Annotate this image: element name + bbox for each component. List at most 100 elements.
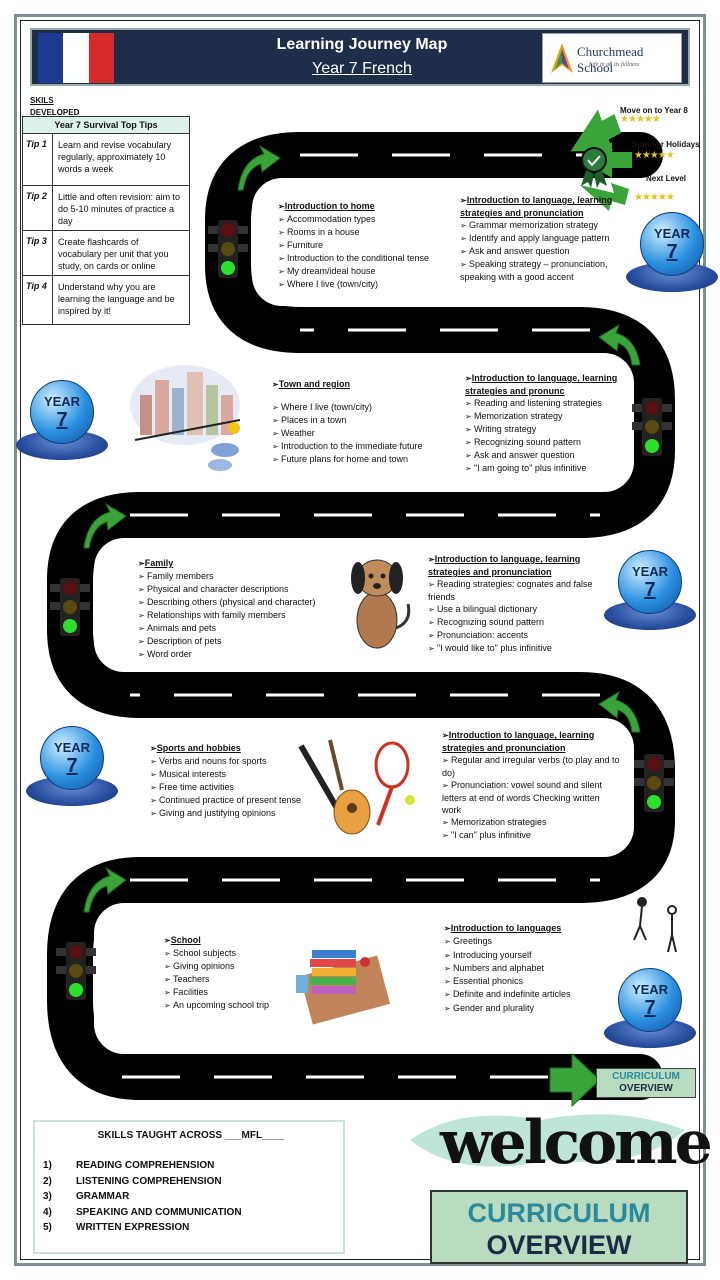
list-item: Facilities	[164, 986, 294, 999]
france-flag-icon	[38, 33, 114, 83]
unit-language-3: Introduction to language, learning strat…	[428, 553, 600, 655]
list-item: "I am going to" plus infinitive	[465, 462, 625, 475]
list-item: Where I live (town/city)	[272, 401, 452, 414]
list-item: Relationships with family members	[138, 609, 348, 622]
traffic-light-icon	[206, 220, 250, 280]
list-item: Pronunciation: accents	[428, 629, 600, 642]
next-level-label: Next Level	[646, 174, 687, 183]
list-item: Introduction to the conditional tense	[278, 252, 453, 265]
list-item: Word order	[138, 648, 348, 661]
list-item: Description of pets	[138, 635, 348, 648]
list-item: Free time activities	[150, 781, 320, 794]
welcome-splash-decoration	[410, 1114, 685, 1167]
traffic-light-icon	[54, 942, 98, 1002]
school-logo-icon	[551, 43, 573, 73]
unit-home: Introduction to home Accommodation types…	[278, 200, 453, 291]
welcome-heading: welcome	[440, 1108, 713, 1178]
list-item: Animals and pets	[138, 622, 348, 635]
list-item: Memorization strategy	[465, 410, 625, 423]
list-item: Introduction to the immediate future	[272, 440, 452, 453]
move-on-label: Move on to Year 8	[620, 106, 688, 115]
list-item: Reading strategies: cognates and false f…	[428, 578, 600, 603]
list-item: Introducing yourself	[444, 949, 614, 962]
list-item: 4)SPEAKING AND COMMUNICATION	[43, 1206, 242, 1218]
unit-school: School School subjects Giving opinions T…	[164, 934, 294, 1012]
list-item: Regular and irregular verbs (to play and…	[442, 754, 620, 779]
medal-icon	[581, 147, 607, 188]
unit-sports: Sports and hobbies Verbs and nouns for s…	[150, 742, 320, 820]
people-illustration	[633, 897, 677, 953]
list-item: 3)GRAMMAR	[43, 1191, 130, 1202]
skills-taught-box: SKILLS TAUGHT ACROSS ___MFL____ 1)READIN…	[33, 1120, 345, 1254]
list-item: Definite and indefinite articles	[444, 988, 614, 1001]
list-item: "I can" plus infinitive	[442, 829, 620, 842]
list-item: "I would like to" plus infinitive	[428, 642, 600, 655]
curriculum-overview-small: CURRICULUM OVERVIEW	[596, 1068, 696, 1098]
list-item: Places in a town	[272, 414, 452, 427]
stars-icon: ★★★★★	[634, 192, 675, 203]
summer-label: Summer Holidays	[632, 140, 700, 149]
list-item: Identify and apply language pattern	[460, 232, 645, 245]
header-banner: Learning Journey Map Year 7 French Churc…	[30, 28, 690, 86]
traffic-light-icon	[630, 398, 674, 458]
page-subtitle: Year 7 French	[312, 60, 412, 77]
list-item: Speaking strategy – pronunciation, speak…	[460, 258, 645, 283]
list-item: Grammar memorization strategy	[460, 219, 645, 232]
list-item: Memorization strategies	[442, 816, 620, 829]
dog-illustration	[351, 559, 411, 649]
school-logo: Churchmead School Life in all its fullne…	[542, 33, 682, 83]
unit-languages-intro: Introduction to languages Greetings Intr…	[444, 922, 614, 1015]
list-item: Numbers and alphabet	[444, 962, 614, 975]
books-illustration	[296, 950, 391, 1025]
list-item: Future plans for home and town	[272, 453, 452, 466]
list-item: An upcoming school trip	[164, 999, 294, 1012]
list-item: School subjects	[164, 947, 294, 960]
list-item: 5)WRITTEN EXPRESSION	[43, 1222, 190, 1233]
school-tagline: Life in all its fullness	[589, 62, 640, 68]
unit-language-1: Introduction to language, learning strat…	[460, 194, 645, 283]
town-illustration	[130, 365, 241, 471]
list-item: 2)LISTENING COMPREHENSION	[43, 1175, 222, 1187]
list-item: 1)READING COMPREHENSION	[43, 1160, 215, 1171]
list-item: Furniture	[278, 239, 453, 252]
list-item: Reading and listening strategies	[465, 397, 625, 410]
curriculum-overview-banner: CURRICULUM OVERVIEW	[430, 1190, 688, 1264]
list-item: Recognizing sound pattern	[465, 436, 625, 449]
unit-town: Town and region Where I live (town/city)…	[272, 378, 452, 466]
list-item: Continued practice of present tense	[150, 794, 320, 807]
list-item: Giving opinions	[164, 960, 294, 973]
list-item: Weather	[272, 427, 452, 440]
stars-icon: ★★★★★	[620, 114, 661, 125]
list-item: Pronunciation: vowel sound and silent le…	[442, 779, 620, 816]
list-item: My dream/ideal house	[278, 265, 453, 278]
list-item: Accommodation types	[278, 213, 453, 226]
list-item: Writing strategy	[465, 423, 625, 436]
stars-icon: ★★★★★	[634, 150, 675, 161]
list-item: Describing others (physical and characte…	[138, 596, 348, 609]
list-item: Verbs and nouns for sports	[150, 755, 320, 768]
tips-title: Year 7 Survival Top Tips	[23, 117, 189, 134]
list-item: Recognizing sound pattern	[428, 616, 600, 629]
school-name: Churchmead School	[577, 44, 644, 75]
list-item: Family members	[138, 570, 348, 583]
unit-language-4: Introduction to language, learning strat…	[442, 729, 620, 842]
list-item: Gender and plurality	[444, 1002, 614, 1015]
list-item: Greetings	[444, 935, 614, 948]
unit-language-2: Introduction to language, learning strat…	[465, 372, 625, 475]
list-item: Ask and answer question	[465, 449, 625, 462]
page-title: Learning Journey Map	[276, 36, 448, 53]
list-item: Teachers	[164, 973, 294, 986]
awards-panel: Move on to Year 8 ★★★★★ Summer Holidays …	[560, 96, 700, 216]
list-item: Ask and answer question	[460, 245, 645, 258]
list-item: Musical interests	[150, 768, 320, 781]
unit-family: Family Family members Physical and chara…	[138, 557, 348, 661]
